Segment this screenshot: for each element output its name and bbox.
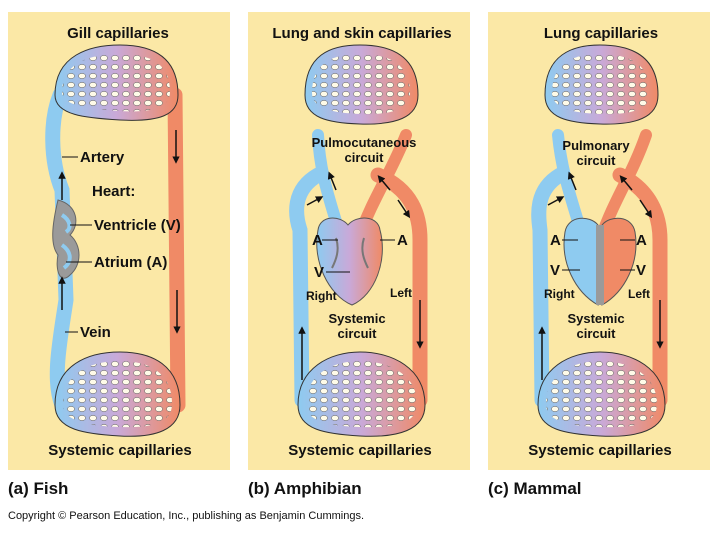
mammal-systemic-circuit-label: circuit [576, 326, 616, 341]
mammal-systemic-label: Systemic [567, 311, 624, 326]
pulmocutaneous-circuit-label: circuit [344, 150, 384, 165]
amphibian-systemic-label: Systemic [328, 311, 385, 326]
fish-vein-vessel [45, 87, 74, 413]
amphibian-left-vessel [289, 167, 326, 408]
amphibian-ventricle-label: V [314, 264, 324, 281]
amphibian-atrium-right-label: A [312, 232, 323, 249]
amphibian-systemic-capillary-bed [297, 351, 426, 437]
panel-amphibian-caption: (b) Amphibian [248, 479, 362, 498]
heart-label: Heart: [92, 183, 135, 200]
panel-fish: Gill capillaries Artery Heart: Ventricle… [8, 12, 230, 470]
amphibian-atrium-left-label: A [397, 232, 408, 249]
atrium-label: Atrium (A) [94, 254, 167, 271]
mammal-left-side-label: Left [628, 287, 650, 301]
fish-systemic-capillary-bed [54, 351, 181, 437]
amphibian-systemic-capillaries-label: Systemic capillaries [288, 442, 431, 459]
mammal-systemic-capillary-bed [537, 351, 666, 437]
lung-capillaries-label: Lung capillaries [544, 25, 658, 42]
lung-skin-capillary-bed [304, 44, 419, 125]
mammal-right-side-label: Right [544, 287, 575, 301]
vein-label: Vein [80, 324, 111, 341]
panel-mammal-caption: (c) Mammal [488, 479, 582, 498]
mammal-left-vessel [531, 167, 568, 408]
gill-capillaries-label: Gill capillaries [67, 25, 169, 42]
artery-label: Artery [80, 149, 125, 166]
lung-skin-capillaries-label: Lung and skin capillaries [272, 25, 451, 42]
mammal-atrium-right-label: A [550, 232, 561, 249]
fish-heart [52, 199, 80, 279]
panel-fish-caption: (a) Fish [8, 479, 68, 498]
lung-capillary-bed [544, 44, 659, 125]
ventricle-label: Ventricle (V) [94, 217, 181, 234]
mammal-ventricle-right-label: V [550, 262, 560, 279]
fish-systemic-capillaries-label: Systemic capillaries [48, 442, 191, 459]
pulmonary-label: Pulmonary [562, 138, 630, 153]
mammal-systemic-capillaries-label: Systemic capillaries [528, 442, 671, 459]
amphibian-left-side-label: Left [390, 286, 412, 300]
panel-mammal: Lung capillaries Pulmonary circuit A A V… [488, 12, 710, 470]
pulmocutaneous-label: Pulmocutaneous [312, 135, 417, 150]
amphibian-systemic-circuit-label: circuit [337, 326, 377, 341]
pulmonary-circuit-label: circuit [576, 153, 616, 168]
panel-amphibian: Lung and skin capillaries Pulmocutaneous… [248, 12, 470, 470]
amphibian-right-side-label: Right [306, 289, 337, 303]
mammal-heart-septum [596, 225, 604, 305]
copyright-notice: Copyright © Pearson Education, Inc., pub… [8, 510, 365, 522]
mammal-atrium-left-label: A [636, 232, 647, 249]
gill-capillary-bed [54, 44, 179, 121]
mammal-ventricle-left-label: V [636, 262, 646, 279]
